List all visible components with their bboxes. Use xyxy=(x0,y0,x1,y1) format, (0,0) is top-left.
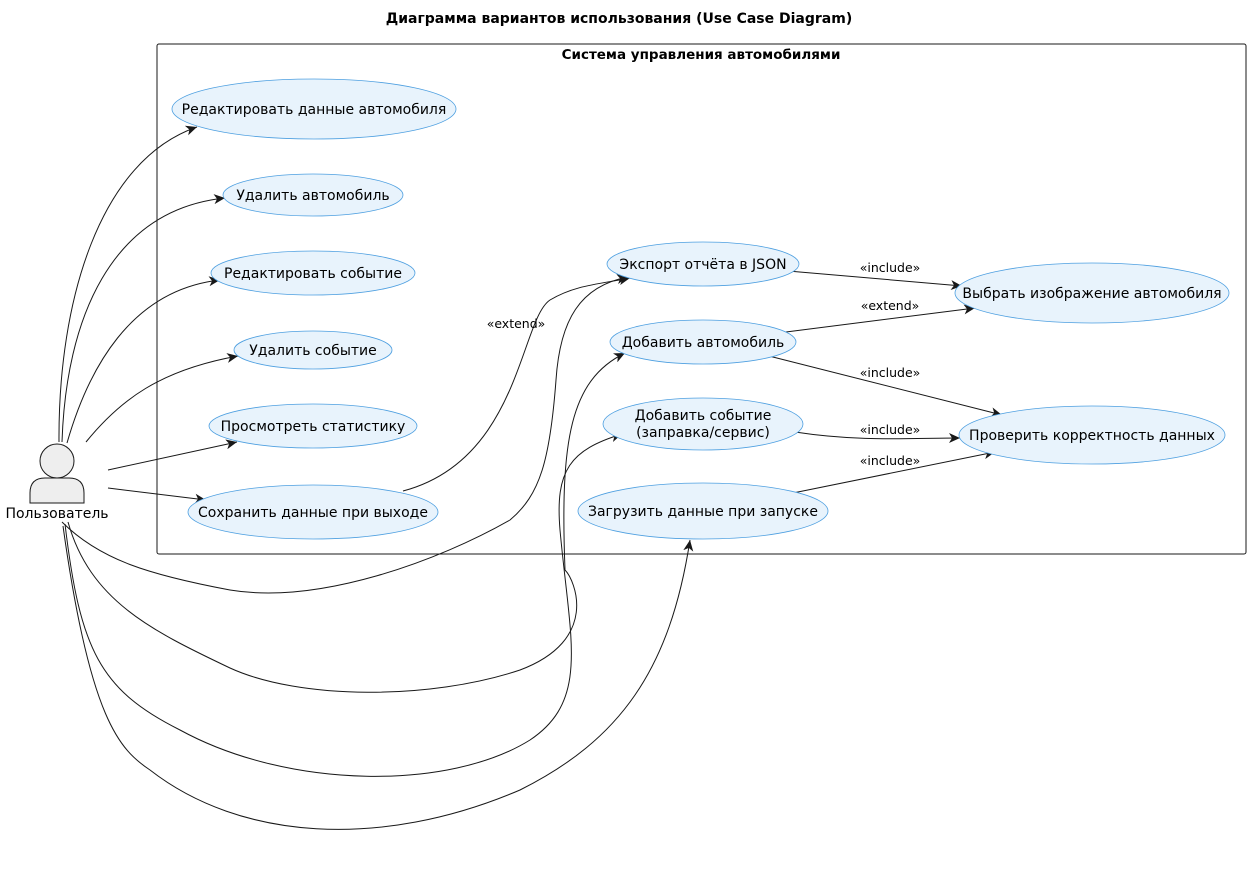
use-case-validate[interactable]: Проверить корректность данных xyxy=(958,405,1226,465)
actor-associations xyxy=(58,125,694,830)
relation-edge xyxy=(787,270,963,291)
relation-label: «include» xyxy=(860,453,921,468)
relation-edge xyxy=(785,304,976,333)
relation-edge xyxy=(402,275,631,492)
relation-label: «extend» xyxy=(487,316,546,331)
use-case-choose-image[interactable]: Выбрать изображение автомобиля xyxy=(954,262,1230,324)
relation-edge xyxy=(794,431,961,444)
assoc-edit-event xyxy=(66,276,221,444)
use-case-label: Удалить автомобиль xyxy=(236,188,389,204)
assoc-add-event xyxy=(64,432,623,777)
use-case-label: Загрузить данные при запуске xyxy=(588,504,818,520)
assoc-load-start xyxy=(62,525,694,830)
assoc-edit-car xyxy=(58,125,198,443)
use-case-label: Добавить автомобиль xyxy=(622,335,785,351)
use-case-delete-event[interactable]: Удалить событие xyxy=(233,330,393,370)
use-cases: Редактировать данные автомобиля Удалить … xyxy=(171,78,1230,540)
use-case-load-start[interactable]: Загрузить данные при запуске xyxy=(577,482,829,540)
actor-label: Пользователь xyxy=(5,506,108,522)
assoc-save-exit xyxy=(107,487,207,504)
assoc-stats xyxy=(107,439,238,471)
use-case-label: Проверить корректность данных xyxy=(969,428,1215,444)
relations: «include» «extend» «include» «include» «… xyxy=(402,260,1003,494)
use-case-delete-car[interactable]: Удалить автомобиль xyxy=(222,173,404,217)
use-case-stats[interactable]: Просмотреть статистику xyxy=(208,403,418,449)
use-case-label: Выбрать изображение автомобиля xyxy=(962,286,1221,302)
use-case-label: (заправка/сервис) xyxy=(636,425,770,441)
use-case-export-json[interactable]: Экспорт отчёта в JSON xyxy=(606,241,800,287)
use-case-add-car[interactable]: Добавить автомобиль xyxy=(609,319,797,365)
use-case-label: Сохранить данные при выходе xyxy=(198,505,428,521)
use-case-edit-car[interactable]: Редактировать данные автомобиля xyxy=(171,78,457,140)
relation-label: «extend» xyxy=(861,298,920,313)
diagram-title: Диаграмма вариантов использования (Use C… xyxy=(386,11,852,27)
assoc-delete-car xyxy=(61,194,226,443)
use-case-label: Редактировать данные автомобиля xyxy=(182,102,447,118)
system-boundary xyxy=(156,43,1247,555)
relation-label: «include» xyxy=(860,365,921,380)
assoc-export-json xyxy=(61,274,629,594)
actor-head-icon xyxy=(39,443,75,479)
relation-label: «include» xyxy=(860,422,921,437)
use-case-label: Удалить событие xyxy=(249,343,377,359)
assoc-add-car xyxy=(67,352,626,693)
actor-body-icon xyxy=(29,477,85,504)
use-case-label: Экспорт отчёта в JSON xyxy=(619,257,786,273)
relation-label: «include» xyxy=(860,260,921,275)
relation-edge xyxy=(764,354,1003,418)
use-case-label: Редактировать событие xyxy=(224,266,402,282)
system-title: Система управления автомобилями xyxy=(562,47,841,63)
use-case-save-exit[interactable]: Сохранить данные при выходе xyxy=(187,484,439,540)
use-case-label: Добавить событие xyxy=(635,408,772,424)
use-case-edit-event[interactable]: Редактировать событие xyxy=(210,250,416,296)
assoc-delete-event xyxy=(85,353,239,443)
actor[interactable]: Пользователь xyxy=(5,443,109,522)
use-case-add-event[interactable]: Добавить событие (заправка/сервис) xyxy=(602,397,804,451)
use-case-label: Просмотреть статистику xyxy=(221,419,406,435)
relation-edge xyxy=(792,449,996,494)
